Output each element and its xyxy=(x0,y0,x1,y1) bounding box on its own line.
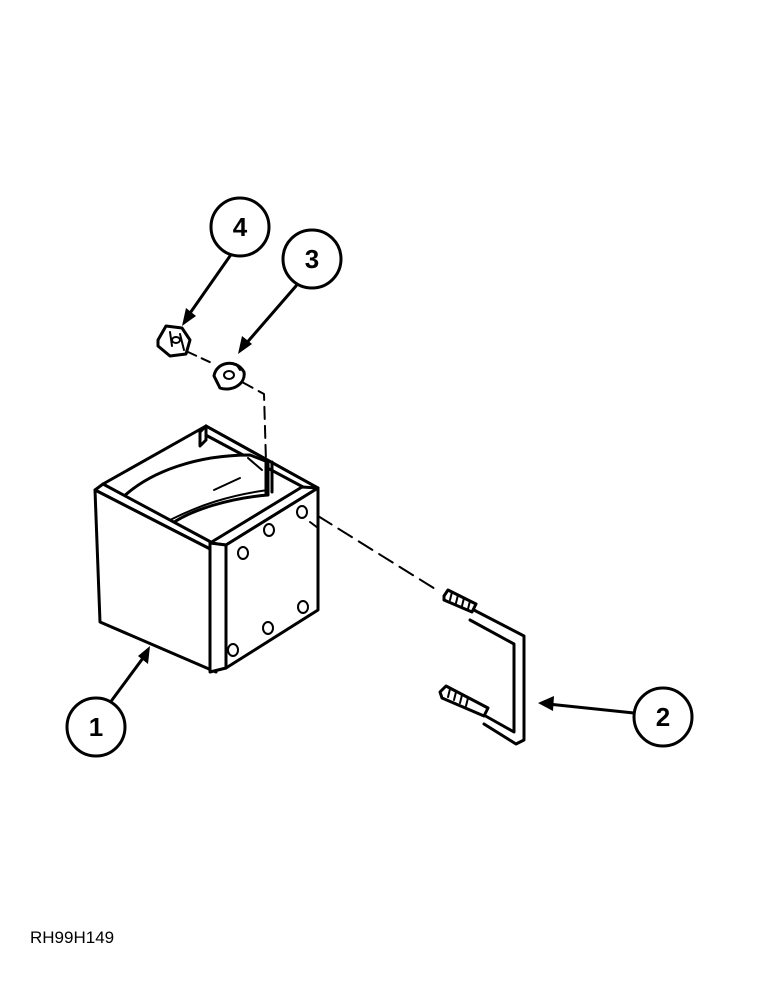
bracket-part xyxy=(93,424,320,674)
callout-4: 4 xyxy=(209,196,271,258)
leader-line-3 xyxy=(242,284,298,348)
u-bolt-body-inner xyxy=(468,618,516,734)
bolt-hole xyxy=(262,621,274,635)
callout-number: 2 xyxy=(656,702,670,732)
bracket-end-plate-edge xyxy=(208,541,228,674)
callout-number: 3 xyxy=(305,244,319,274)
bracket-bolt-holes xyxy=(227,505,309,657)
callout-circle xyxy=(65,696,127,758)
leader-line-4 xyxy=(186,254,232,318)
u-bolt-part xyxy=(438,588,526,746)
u-bolt-thread-upper-lines xyxy=(449,591,471,610)
assembly-line-bolt-bracket xyxy=(317,515,441,593)
bolt-hole xyxy=(237,546,249,560)
callout-circle xyxy=(209,196,271,258)
bolt-hole xyxy=(263,523,275,537)
lock-washer-part xyxy=(212,361,246,391)
assembly-line-hole xyxy=(309,521,319,529)
bolt-hole xyxy=(297,600,309,614)
arrowhead-4 xyxy=(182,308,196,326)
lock-washer-hole xyxy=(223,370,235,380)
callout-arrows xyxy=(110,254,636,715)
bracket-post xyxy=(264,460,274,497)
u-bolt-body-outer xyxy=(468,606,526,746)
hex-nut-body xyxy=(156,324,192,358)
leader-line-1 xyxy=(110,652,148,702)
assembly-line-washer-bracket xyxy=(241,381,267,463)
arrowhead-2 xyxy=(538,696,554,711)
lock-washer-outer xyxy=(212,361,246,391)
bracket-inner-cavity xyxy=(118,453,270,527)
callout-1: 1 xyxy=(65,696,127,758)
callout-3: 3 xyxy=(281,228,343,290)
callout-circle xyxy=(281,228,343,290)
figure-code: RH99H149 xyxy=(30,928,115,947)
arrowhead-3 xyxy=(238,336,252,354)
callout-2: 2 xyxy=(632,686,694,748)
hex-nut-hole xyxy=(171,336,181,344)
u-bolt-thread-upper xyxy=(442,588,478,614)
bracket-end-plate-face xyxy=(224,486,320,670)
callout-number: 4 xyxy=(233,212,248,242)
bracket-rail-back xyxy=(204,424,320,490)
bracket-inner-line xyxy=(213,477,241,491)
u-bolt-thread-lower xyxy=(438,684,490,718)
callout-number: 1 xyxy=(89,712,103,742)
bolt-hole xyxy=(227,643,239,657)
leader-line-2 xyxy=(546,702,636,715)
bracket-rail-left xyxy=(101,424,208,486)
arrowhead-1 xyxy=(138,646,150,664)
lock-washer-split xyxy=(235,363,241,371)
bracket-inner-corner xyxy=(247,457,263,471)
assembly-line-nut-washer xyxy=(187,351,215,365)
bolt-hole xyxy=(296,505,308,519)
hex-nut-part xyxy=(156,324,192,358)
callout-circle xyxy=(632,686,694,748)
u-bolt-thread-lower-lines xyxy=(447,688,469,707)
bracket-inner-fold xyxy=(169,489,269,521)
hex-nut-facets xyxy=(169,331,185,351)
